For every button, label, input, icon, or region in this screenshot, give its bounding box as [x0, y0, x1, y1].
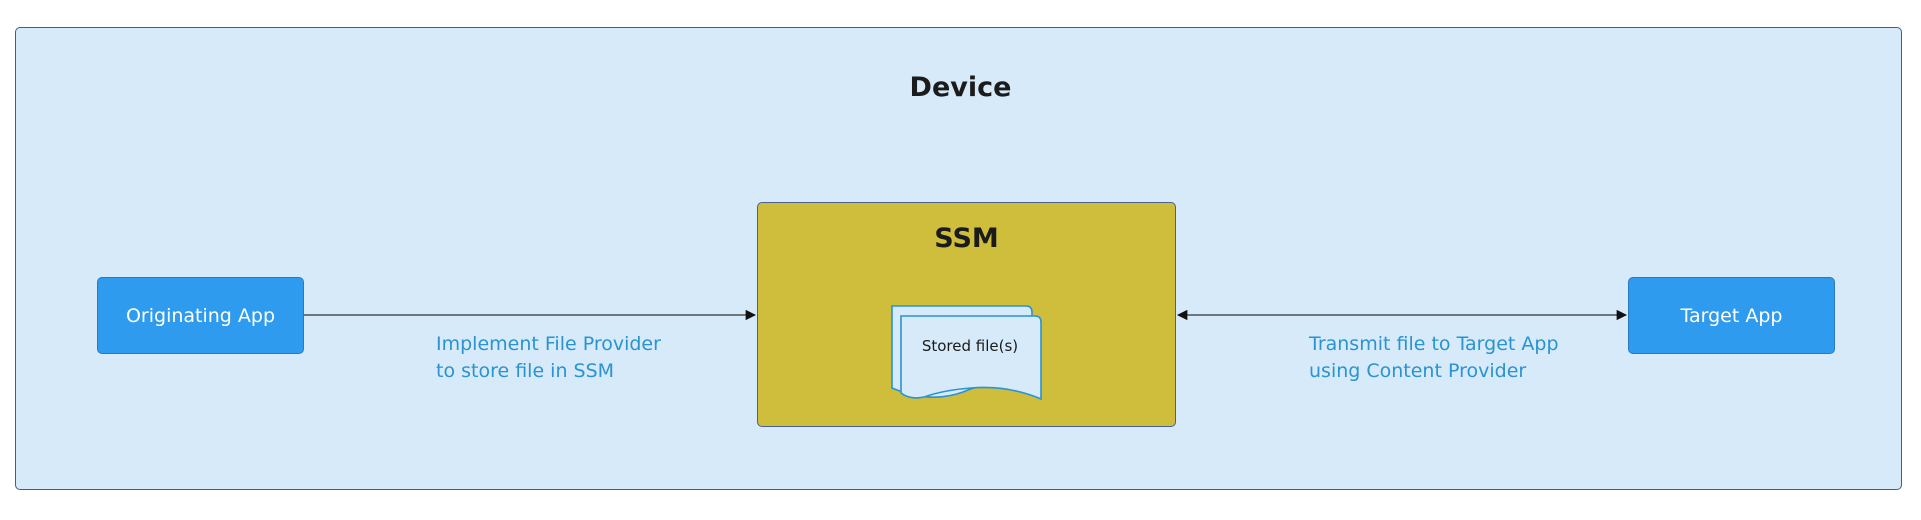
originating-app-node: Originating App — [97, 277, 304, 354]
right-edge-label: Transmit file to Target App using Conten… — [1309, 331, 1559, 385]
left-edge-label-line-2: to store file in SSM — [436, 360, 615, 382]
right-edge-label-line-2: using Content Provider — [1309, 360, 1527, 382]
stored-files-label: Stored file(s) — [921, 337, 1019, 355]
device-title: Device — [909, 72, 1012, 103]
right-edge-label-line-1: Transmit file to Target App — [1309, 333, 1559, 355]
left-edge-label: Implement File Provider to store file in… — [436, 331, 661, 385]
target-app-node: Target App — [1628, 277, 1835, 354]
ssm-title: SSM — [934, 223, 999, 254]
target-app-label: Target App — [1680, 304, 1783, 327]
originating-app-label: Originating App — [125, 304, 276, 327]
stored-file-front-sheet — [900, 315, 1042, 401]
left-edge-label-line-1: Implement File Provider — [436, 333, 661, 355]
